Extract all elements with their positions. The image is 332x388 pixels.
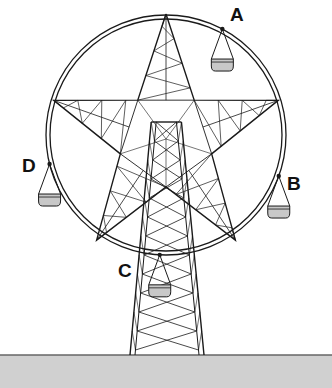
- gondola: [149, 253, 171, 297]
- lattice-line: [178, 122, 181, 141]
- gondola-rim: [149, 287, 171, 288]
- lattice-line: [136, 293, 139, 312]
- lattice-line: [151, 160, 180, 179]
- lattice-line: [139, 312, 197, 331]
- lattice-line: [139, 255, 142, 274]
- lattice-line: [182, 160, 185, 179]
- lattice-line: [135, 331, 196, 350]
- star-bracing: [120, 139, 166, 154]
- hanger: [39, 164, 61, 194]
- star-outline: [54, 14, 278, 240]
- star-bracing: [138, 100, 166, 139]
- star-bracing: [54, 100, 126, 154]
- lattice-line: [195, 293, 198, 312]
- star-bracing: [166, 100, 194, 139]
- gondolas: [39, 27, 290, 297]
- lattice-line: [153, 160, 182, 179]
- star-bracing: [166, 139, 167, 187]
- lattice-line: [153, 141, 179, 160]
- lattice-line: [184, 179, 187, 198]
- star-bracing: [166, 139, 212, 154]
- lattice-line: [146, 217, 186, 236]
- wheel-rim: [46, 15, 286, 255]
- gondola-cup: [149, 285, 171, 297]
- star-bracing: [194, 100, 278, 146]
- star-spine: [97, 170, 144, 240]
- lattice-line: [148, 198, 184, 217]
- tower-top-bar: [151, 121, 181, 122]
- lattice-line: [146, 236, 190, 255]
- gondola-cup: [268, 206, 290, 218]
- ground-line: [0, 354, 332, 356]
- tower-leg: [130, 122, 151, 355]
- lattice-line: [197, 312, 200, 331]
- gondola-rim: [268, 209, 290, 210]
- lattice-line: [137, 312, 195, 331]
- lattice-line: [132, 331, 135, 350]
- lattice-line: [186, 198, 189, 217]
- gondola-cup: [211, 59, 233, 71]
- lattice-line: [154, 141, 180, 160]
- lattice-line: [151, 122, 154, 141]
- star-core: [120, 100, 211, 187]
- point-label: D: [22, 156, 36, 175]
- gondola: [39, 162, 61, 206]
- star-bracing: [176, 154, 235, 240]
- lattice-line: [137, 331, 198, 350]
- tower-leg: [176, 122, 199, 355]
- star-bracing: [138, 14, 190, 100]
- hanger: [149, 255, 171, 285]
- lattice-line: [146, 179, 149, 198]
- star-spine: [166, 14, 167, 100]
- lattice-line: [193, 274, 196, 293]
- tower-leg: [181, 122, 204, 355]
- gondola-rim: [39, 197, 61, 198]
- gondola-rim: [211, 62, 233, 63]
- lattice-line: [137, 274, 140, 293]
- lattice-line: [191, 255, 194, 274]
- hanger: [268, 176, 290, 206]
- lattice-line: [156, 122, 178, 141]
- lattice-line: [148, 217, 188, 236]
- lattice-line: [144, 255, 191, 274]
- wheel-rim: [50, 19, 282, 251]
- lattice-line: [187, 217, 190, 236]
- tower-leg: [135, 122, 156, 355]
- lattice-line: [143, 217, 146, 236]
- ground: [0, 355, 332, 388]
- tower: [130, 122, 204, 355]
- gondola-cup: [39, 194, 61, 206]
- star-spine: [54, 100, 129, 127]
- hanger: [211, 29, 233, 59]
- lattice-line: [144, 236, 187, 255]
- point-label: A: [230, 5, 244, 24]
- star-frame: [54, 14, 278, 240]
- gondola: [268, 174, 290, 218]
- point-label: C: [118, 261, 132, 280]
- star-bracing: [97, 166, 166, 240]
- lattice-line: [134, 312, 137, 331]
- lattice-line: [199, 331, 202, 350]
- point-label: B: [287, 174, 301, 193]
- lattice-line: [149, 198, 185, 217]
- gondola: [211, 27, 233, 71]
